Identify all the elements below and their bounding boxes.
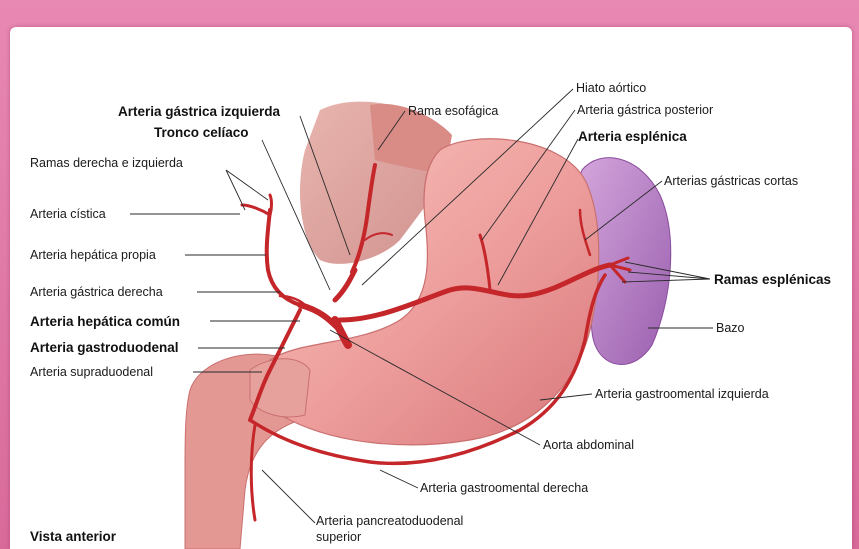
label-hepatica-comun: Arteria hepática común: [30, 314, 180, 329]
label-pancreatoduodenal-superior: superior: [316, 530, 361, 544]
label-hepatica-propia: Arteria hepática propia: [30, 248, 156, 262]
label-gastrica-posterior: Arteria gástrica posterior: [577, 103, 713, 117]
label-ramas-esplenicas: Ramas esplénicas: [714, 272, 831, 287]
label-arteria-esplenica: Arteria esplénica: [578, 129, 687, 144]
label-hiato-aortico: Hiato aórtico: [576, 81, 646, 95]
label-rama-esofagica: Rama esofágica: [408, 104, 498, 118]
label-gastrica-derecha: Arteria gástrica derecha: [30, 285, 163, 299]
label-bazo: Bazo: [716, 321, 745, 335]
label-ramas-derecha-izquierda: Ramas derecha e izquierda: [30, 156, 183, 170]
label-pancreatoduodenal: Arteria pancreatoduodenal: [316, 514, 463, 528]
pylorus: [250, 359, 310, 417]
label-gastroomental-izquierda: Arteria gastroomental izquierda: [595, 387, 769, 401]
label-gastroomental-derecha: Arteria gastroomental derecha: [420, 481, 588, 495]
label-gastricas-cortas: Arterias gástricas cortas: [664, 174, 798, 188]
label-gastrica-izquierda: Arteria gástrica izquierda: [118, 104, 281, 119]
label-aorta-abdominal: Aorta abdominal: [543, 438, 634, 452]
label-supraduodenal: Arteria supraduodenal: [30, 365, 153, 379]
label-vista-anterior: Vista anterior: [30, 529, 117, 544]
label-arteria-cistica: Arteria cística: [30, 207, 106, 221]
label-gastroduodenal: Arteria gastroduodenal: [30, 340, 179, 355]
label-tronco-celiaco: Tronco celíaco: [154, 125, 249, 140]
